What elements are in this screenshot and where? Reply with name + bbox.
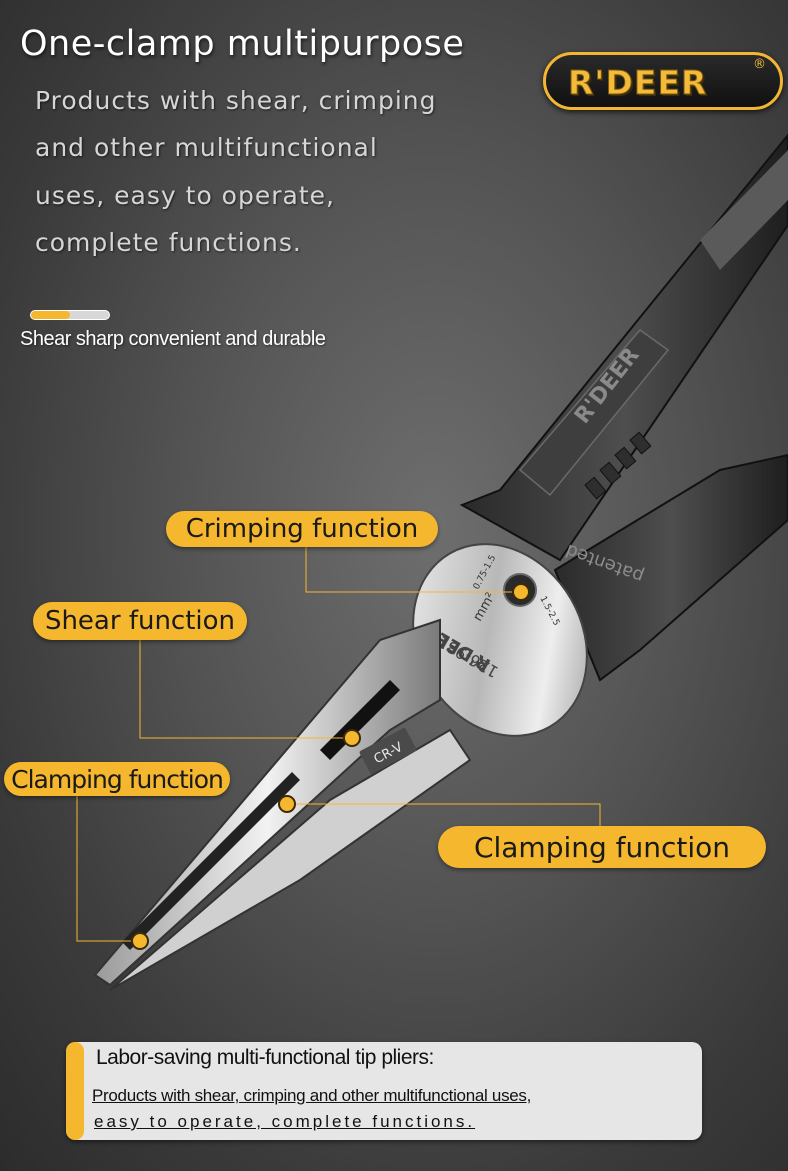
clamping-right-marker [278, 795, 296, 813]
brand-logo: R'DEER ® [543, 52, 783, 110]
shear-marker [343, 729, 361, 747]
feature-progress-bar [30, 310, 110, 320]
description-line-2: and other multifunctional [35, 133, 378, 162]
upper-handle-logo-plate [518, 328, 670, 497]
lower-handle [553, 453, 788, 682]
shear-function-label: Shear function [33, 602, 247, 640]
crimping-leader [305, 547, 520, 593]
page-title: One-clamp multipurpose [20, 24, 465, 64]
info-panel-line-2: easy to operate, complete functions. [94, 1112, 476, 1131]
shear-leader [139, 640, 352, 739]
description-line-1: Products with shear, crimping [35, 86, 437, 115]
info-panel-title: Labor-saving multi-functional tip pliers… [96, 1046, 434, 1069]
upper-handle-grip [584, 431, 652, 500]
clamping-right-leader [287, 803, 601, 826]
upper-handle-trim [700, 150, 788, 270]
info-panel-line-1: Products with shear, crimping and other … [92, 1086, 532, 1105]
clamping-function-label-right: Clamping function [438, 826, 766, 868]
leader-lines [76, 547, 601, 942]
description-line-4: complete functions. [35, 228, 302, 257]
registered-mark: ® [753, 57, 766, 72]
tagline: Shear sharp convenient and durable [20, 328, 326, 350]
serrated-grip [122, 772, 300, 950]
clamping-left-marker [131, 932, 149, 950]
info-panel: Labor-saving multi-functional tip pliers… [66, 1042, 702, 1140]
clamping-left-leader [76, 796, 140, 942]
clamping-function-label-left: Clamping function [4, 762, 230, 796]
crimping-function-label: Crimping function [166, 511, 438, 547]
lower-jaw [109, 728, 472, 991]
material-tag: CR-V [359, 728, 417, 774]
brand-logo-text: R'DEER [567, 63, 708, 103]
description-line-3: uses, easy to operate, [35, 181, 335, 210]
crimping-marker [512, 583, 530, 601]
marker-dots [131, 583, 530, 950]
feature-progress-fill [31, 311, 70, 319]
cutting-edge [320, 680, 400, 760]
info-panel-accent [66, 1042, 84, 1140]
